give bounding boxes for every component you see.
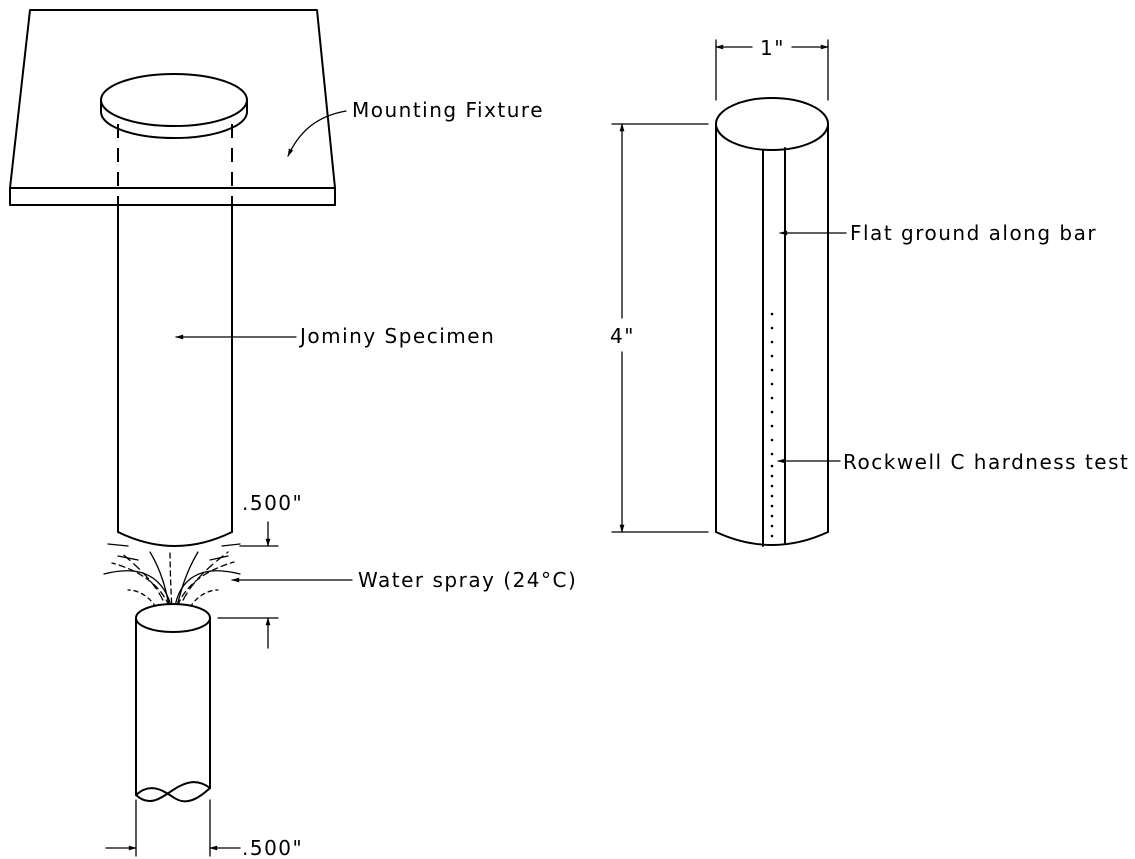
spray-dash (221, 543, 241, 547)
bar-top-end (715, 97, 829, 151)
diameter-dimension-label: 1" (760, 36, 785, 60)
gap-dimension: .500" (217, 491, 303, 649)
spray-dash (209, 555, 229, 561)
jominy-bar (715, 97, 829, 547)
jominy-specimen-callout: Jominy Specimen (175, 324, 495, 348)
length-dimension-label: 4" (610, 324, 635, 348)
gap-dimension-label: .500" (242, 491, 303, 515)
nozzle-dimension-label: .500" (242, 836, 303, 859)
spray-dash (117, 555, 139, 561)
rockwell-callout: Rockwell C hardness test (777, 450, 1129, 474)
jominy-specimen (117, 204, 233, 547)
mounting-fixture (9, 9, 336, 206)
bar-bottom-end (715, 531, 829, 546)
jominy-specimen-label: Jominy Specimen (298, 324, 495, 348)
spray-line (119, 551, 169, 613)
spray-line (174, 561, 235, 616)
specimen-head-top (100, 73, 248, 127)
water-nozzle (135, 603, 211, 803)
nozzle-break-line (135, 787, 211, 803)
mounting-fixture-label: Mounting Fixture (352, 98, 544, 122)
spray-dash (107, 543, 129, 547)
rockwell-label: Rockwell C hardness test (843, 450, 1129, 474)
flat-ground-label: Flat ground along bar (850, 221, 1097, 245)
fixture-plate-edge (9, 187, 336, 206)
hardness-test-points (770, 312, 774, 538)
diameter-dimension: 1" (715, 36, 829, 101)
water-spray-label: Water spray (24°C) (358, 568, 577, 592)
spray-line (111, 562, 173, 616)
length-dimension: 4" (610, 123, 709, 533)
nozzle-break-line (135, 781, 211, 802)
flat-ground-callout: Flat ground along bar (779, 221, 1097, 245)
nozzle-dimension: .500" (105, 799, 303, 859)
nozzle-opening (135, 603, 211, 633)
leader-arrow (287, 110, 347, 157)
mounting-fixture-callout: Mounting Fixture (287, 98, 544, 157)
specimen-bottom-end (117, 531, 233, 547)
water-spray-callout: Water spray (24°C) (231, 568, 577, 592)
spray-line (177, 551, 229, 613)
